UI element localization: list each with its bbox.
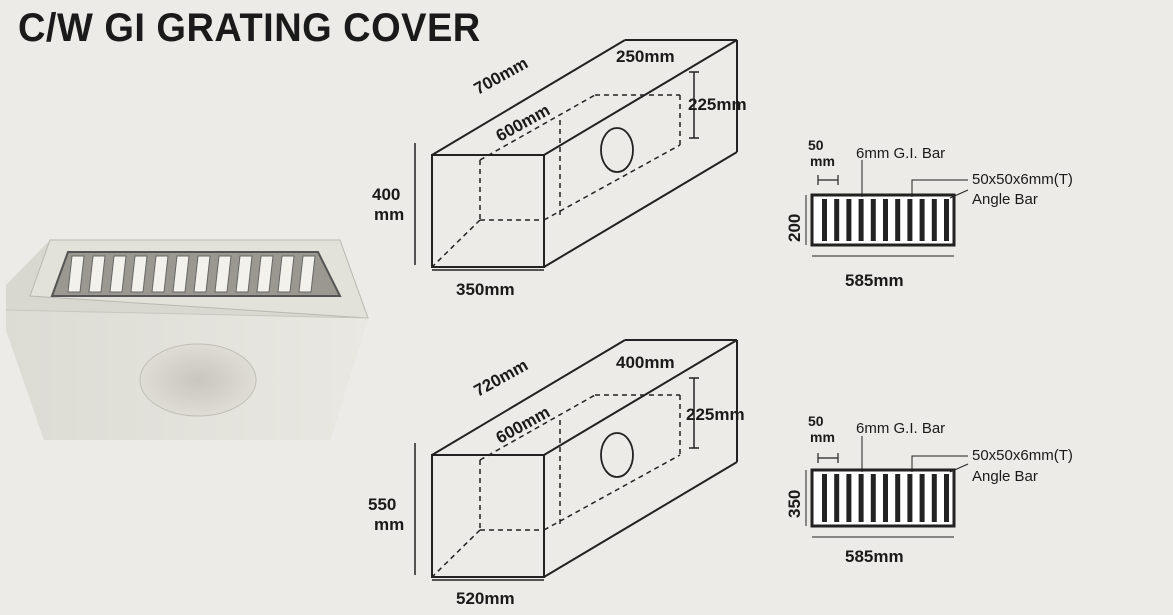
photo-grating-slat [151,255,169,293]
pit-small-width: 350mm [456,280,515,299]
gi-bar [822,199,827,241]
grating-large-bars [822,474,949,522]
grating-small-bars [822,199,949,241]
photo-grating-slat [277,255,295,293]
grating-small-angle-label: Angle Bar [972,191,1038,208]
grating-small-spacing-value: 50 [808,137,824,153]
pit-large-height-value: 550 [368,495,396,514]
gi-bar [834,199,840,241]
gi-bar [919,474,925,522]
pit-small-length: 700mm [471,53,531,98]
pit-drawing-large [414,339,738,581]
photo-grating-slat [298,255,316,293]
pit-large-width: 520mm [456,589,515,608]
gi-bar [858,199,864,241]
grating-bars [67,255,316,293]
photo-grating-slat [256,255,274,293]
photo-grating-slat [88,255,106,293]
gi-bar [907,199,913,241]
pit-small-dimensions: 700mm 600mm 250mm 225mm 400 mm 350mm [372,47,747,299]
pit-drawing-small [414,39,738,271]
grating-large-angle-size: 50x50x6mm(T) [972,447,1073,464]
gi-bar [870,199,876,241]
product-photo [5,239,369,440]
gi-bar [883,474,888,522]
grating-large-height: 350 [785,490,804,518]
grating-large-angle-label: Angle Bar [972,468,1038,485]
grating-detail-small: 50 mm 6mm G.I. Bar 50x50x6mm(T) Angle Ba… [785,137,1073,290]
pit-large-pipe-width: 400mm [616,353,675,372]
photo-grating-slat [130,255,148,293]
photo-grating-slat [235,255,253,293]
grating-small-height: 200 [785,214,804,242]
photo-grating-slat [67,255,85,293]
gi-bar [870,474,876,522]
gi-bar [883,199,888,241]
gi-bar [834,474,840,522]
grating-small-bar-label: 6mm G.I. Bar [856,145,945,162]
grating-small-angle-size: 50x50x6mm(T) [972,171,1073,188]
gi-bar [919,199,925,241]
gi-bar [895,199,901,241]
grating-detail-large: 50 mm 6mm G.I. Bar 50x50x6mm(T) Angle Ba… [785,413,1073,566]
grating-large-spacing-unit: mm [810,429,835,445]
gi-bar [944,474,949,522]
pit-small-pipe-width: 250mm [616,47,675,66]
grating-small-spacing-unit: mm [810,153,835,169]
gi-bar [931,474,937,522]
grating-large-length: 585mm [845,547,904,566]
gi-bar [944,199,949,241]
photo-grating-slat [214,255,232,293]
pit-small-height-unit: mm [374,205,404,224]
pit-large-inner-length: 600mm [493,402,553,447]
gi-bar [822,474,827,522]
gi-bar [846,199,852,241]
pit-large-length: 720mm [471,355,531,400]
page-title: C/W GI GRATING COVER [18,6,481,50]
pit-small-pipe-drop: 225mm [688,95,747,114]
pit-small-height-value: 400 [372,185,400,204]
photo-grating-slat [109,255,127,293]
grating-large-bar-label: 6mm G.I. Bar [856,420,945,437]
pit-large-pipe-drop: 225mm [686,405,745,424]
grating-large-spacing-value: 50 [808,413,824,429]
photo-grating-slat [193,255,211,293]
gi-bar [931,199,937,241]
pit-large-height-unit: mm [374,515,404,534]
gi-bar [895,474,901,522]
gi-bar [846,474,852,522]
grating-small-length: 585mm [845,271,904,290]
photo-grating-slat [172,255,190,293]
gi-bar [907,474,913,522]
gi-bar [858,474,864,522]
